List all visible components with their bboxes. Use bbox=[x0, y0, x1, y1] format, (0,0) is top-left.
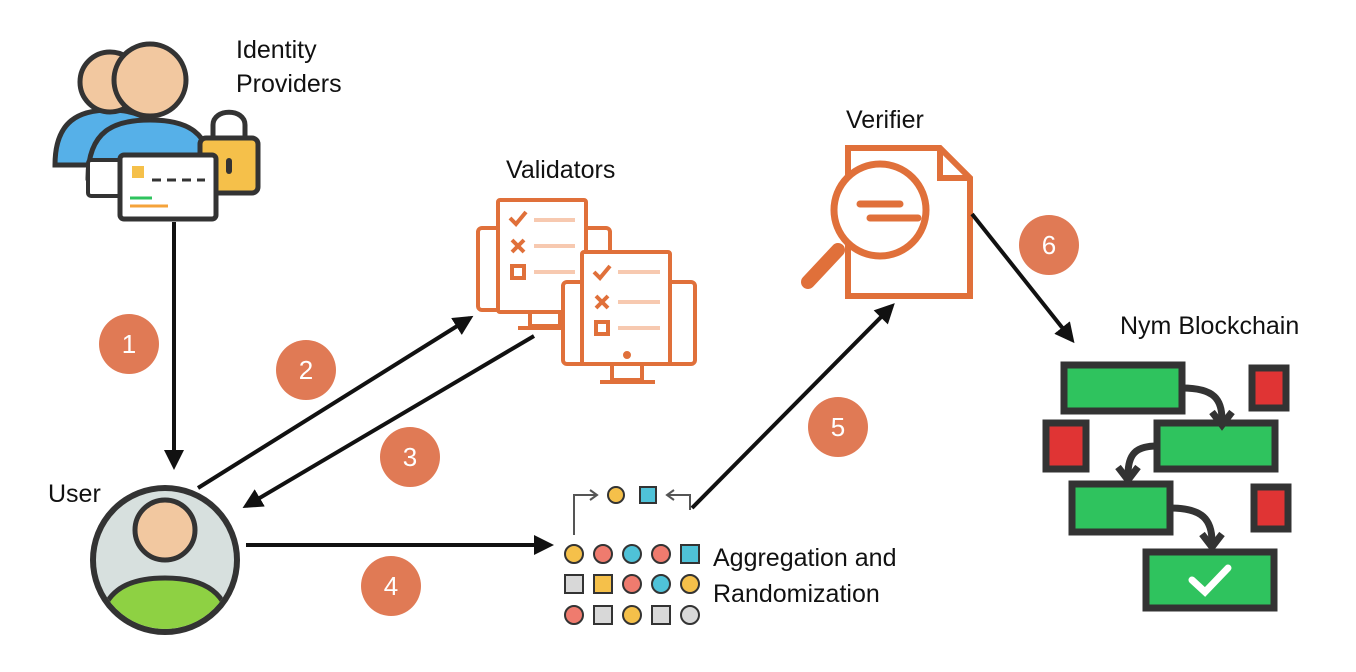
aggregation-label-line2: Randomization bbox=[713, 580, 880, 608]
user-label: User bbox=[48, 480, 101, 508]
verifier-label: Verifier bbox=[846, 106, 924, 134]
validators-label: Validators bbox=[506, 156, 615, 184]
svg-text:3: 3 bbox=[403, 442, 417, 472]
arrow-validators-to-user bbox=[242, 334, 536, 509]
arrow-user-to-validators bbox=[196, 315, 474, 490]
identity-label-line2: Providers bbox=[236, 70, 342, 98]
step-badge-3: 3 bbox=[380, 427, 440, 487]
step-badge-4: 4 bbox=[361, 556, 421, 616]
blockchain-label: Nym Blockchain bbox=[1120, 312, 1299, 340]
aggregation-label-line1: Aggregation and bbox=[713, 544, 896, 572]
svg-text:1: 1 bbox=[122, 329, 136, 359]
svg-text:4: 4 bbox=[384, 571, 398, 601]
arrows bbox=[164, 212, 1075, 555]
validators-icon bbox=[476, 198, 697, 384]
user-icon bbox=[90, 485, 240, 635]
arrow-aggregation-to-verifier bbox=[690, 303, 895, 510]
svg-text:6: 6 bbox=[1042, 230, 1056, 260]
step-badge-6: 6 bbox=[1019, 215, 1079, 275]
blockchain-icon bbox=[1042, 361, 1292, 612]
step-badge-5: 5 bbox=[808, 397, 868, 457]
step-badge-1: 1 bbox=[99, 314, 159, 374]
aggregation-icon bbox=[564, 486, 700, 625]
svg-text:2: 2 bbox=[299, 355, 313, 385]
arrow-verifier-to-blockchain bbox=[970, 212, 1075, 344]
verifier-icon bbox=[801, 145, 973, 299]
identity-providers-icon bbox=[52, 41, 261, 222]
step-badge-2: 2 bbox=[276, 340, 336, 400]
identity-label-line1: Identity bbox=[236, 36, 317, 64]
svg-text:5: 5 bbox=[831, 412, 845, 442]
